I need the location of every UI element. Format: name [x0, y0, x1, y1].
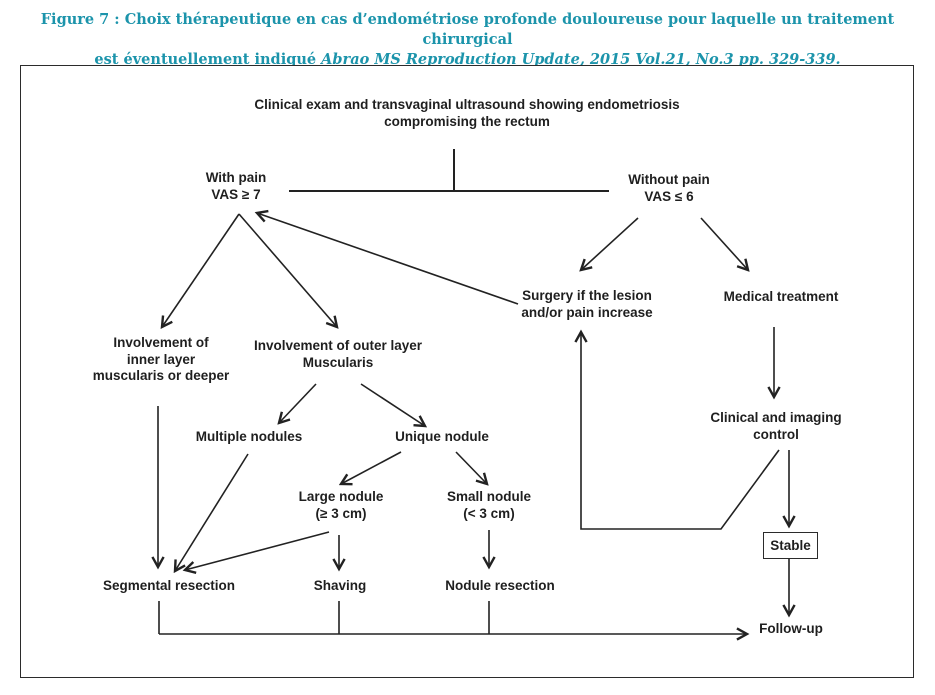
figure-caption-line2-prefix: est éventuellement indiqué [94, 51, 322, 68]
edge-outer-to-multiple [279, 383, 317, 423]
edge-unique-to-small [455, 451, 487, 484]
node-small-nodule: Small nodule (< 3 cm) [446, 489, 532, 521]
node-multiple-nodules: Multiple nodules [195, 429, 303, 444]
node-with-pain: With pain VAS ≥ 7 [205, 170, 267, 202]
edge-withpain-to-outer-layer [238, 213, 337, 327]
node-shaving: Shaving [313, 578, 367, 593]
node-segmental-resection: Segmental resection [102, 578, 236, 593]
edge-outer-to-unique [360, 383, 425, 426]
edge-surgery-to-withpain [257, 213, 519, 305]
node-medical-treatment: Medical treatment [723, 289, 839, 304]
figure-caption-line1: Figure 7 : Choix thérapeutique en cas d’… [40, 11, 895, 48]
node-inner-layer: Involvement of inner layer muscularis or… [92, 335, 230, 383]
flowchart-connectors [21, 149, 913, 677]
stable-label: Stable [770, 538, 811, 553]
node-large-nodule: Large nodule (≥ 3 cm) [298, 489, 384, 521]
edge-withoutpain-to-medical [700, 217, 748, 270]
figure-caption: Figure 7 : Choix thérapeutique en cas d’… [0, 10, 935, 70]
flowchart-canvas: Clinical exam and transvaginal ultrasoun… [20, 65, 914, 678]
figure-caption-citation: Abrao MS Reproduction Update, 2015 Vol.2… [321, 51, 841, 68]
node-clinical-imaging-control: Clinical and imaging control [710, 410, 842, 442]
node-outer-layer: Involvement of outer layer Muscularis [253, 338, 423, 370]
node-unique-nodule: Unique nodule [395, 429, 489, 444]
node-nodule-resection: Nodule resection [445, 578, 555, 593]
edge-large-to-segmental [185, 531, 330, 570]
edge-control-to-surgery-elbow [581, 332, 780, 530]
node-surgery-if-increase: Surgery if the lesion and/or pain increa… [521, 288, 653, 320]
node-clinical-exam: Clinical exam and transvaginal ultrasoun… [254, 97, 680, 129]
edge-multiple-to-segmental [175, 453, 249, 571]
node-follow-up: Follow-up [759, 621, 823, 636]
node-stable: Stable [763, 532, 818, 559]
node-without-pain: Without pain VAS ≤ 6 [628, 172, 710, 204]
edge-withoutpain-to-surgery [581, 217, 639, 270]
edge-withpain-to-inner-layer [162, 213, 240, 327]
figure-caption-line2: est éventuellement indiqué Abrao MS Repr… [0, 50, 935, 70]
edge-unique-to-large [341, 451, 402, 484]
